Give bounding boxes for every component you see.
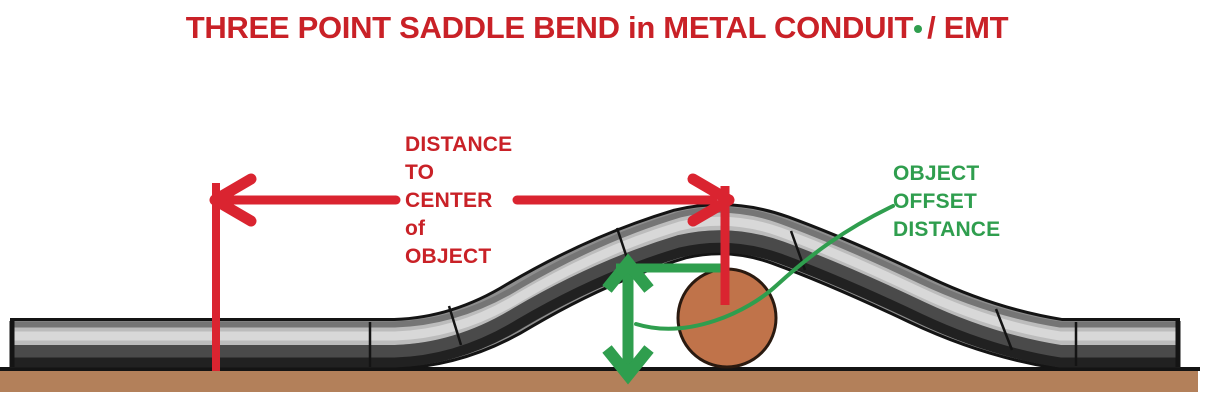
ground-edge-line <box>0 367 1200 371</box>
offset-arrowhead-up-icon <box>602 253 654 293</box>
distance-to-center-label: DISTANCE TO CENTER of OBJECT <box>405 131 512 271</box>
label-line: of <box>405 217 426 240</box>
page-title: THREE POINT SADDLE BEND in METAL CONDUIT… <box>0 10 1202 46</box>
label-line: DISTANCE <box>893 218 1001 241</box>
label-line: TO <box>405 161 435 184</box>
distance-to-center-dimension <box>209 173 735 371</box>
title-text: THREE POINT SADDLE BEND in METAL CONDUIT <box>185 10 914 45</box>
object-offset-dimension <box>602 204 895 385</box>
ground-bar <box>0 371 1198 392</box>
label-line: CENTER <box>405 189 493 212</box>
label-line: OFFSET <box>893 190 978 213</box>
conduit-seam-2 <box>447 305 463 346</box>
object-offset-label: OBJECT OFFSET DISTANCE <box>893 160 1000 244</box>
offset-leader-line <box>634 204 895 331</box>
left-arrowhead-icon <box>209 173 257 227</box>
offset-arrowhead-down-icon <box>602 345 654 385</box>
conduit-bottom-dark-band <box>10 242 1180 368</box>
title-text-suffix: / EMT <box>927 10 1009 45</box>
label-line: OBJECT <box>405 245 492 268</box>
label-line: OBJECT <box>893 162 980 185</box>
ground <box>0 367 1200 392</box>
conduit-top-shade-band <box>10 206 1180 328</box>
conduit-lower-shadow-band <box>10 230 1180 367</box>
conduit-seam-5 <box>994 308 1014 351</box>
green-dot-icon <box>914 25 923 33</box>
label-line: DISTANCE <box>405 133 513 156</box>
conduit-pipe <box>9 203 1181 370</box>
conduit-highlight-band <box>10 216 1180 341</box>
